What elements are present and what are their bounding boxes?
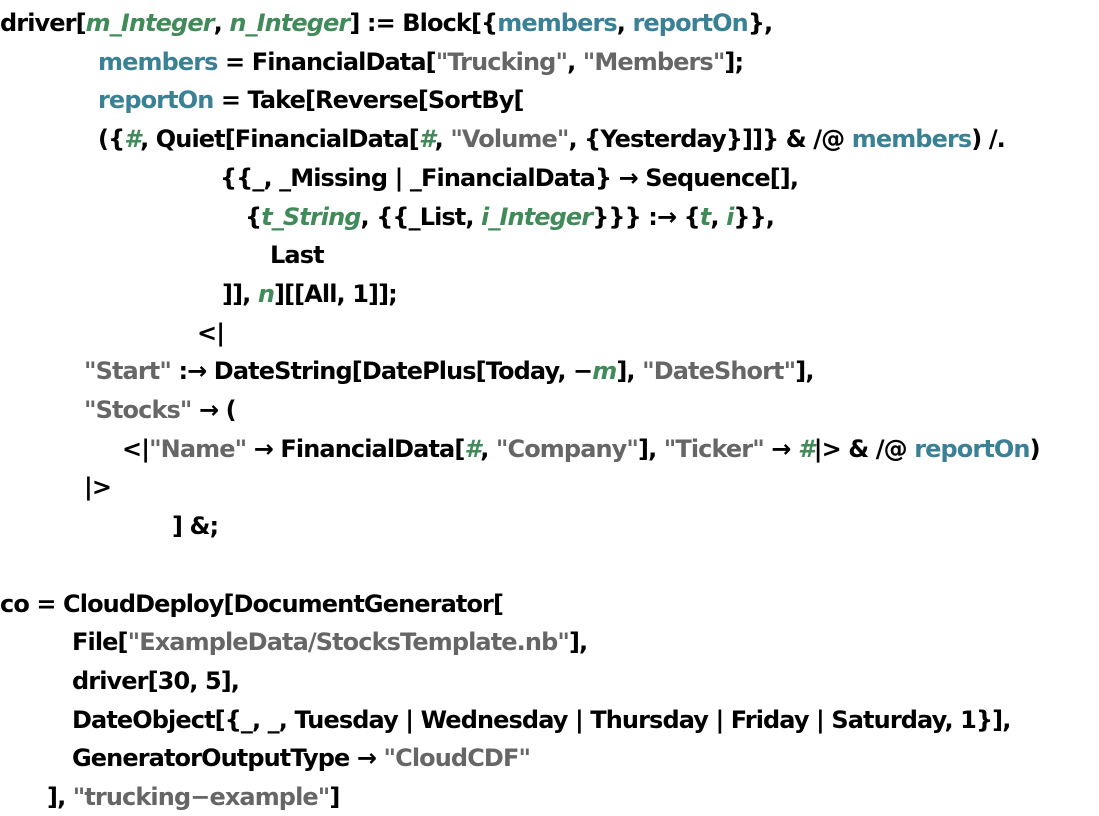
- string-literal: "trucking−example": [72, 783, 331, 811]
- code-token: <|: [197, 318, 225, 347]
- code-token: {{_, _Missing | _FinancialData} → Sequen…: [220, 163, 799, 192]
- code-line: driver[30, 5],: [72, 662, 240, 700]
- code-token: GeneratorOutputType →: [72, 744, 384, 773]
- code-token: DateObject[{_, _, Tuesday | Wednesday | …: [72, 705, 1011, 734]
- code-token: ): [1029, 434, 1041, 463]
- code-token: co = CloudDeploy[DocumentGenerator[: [0, 589, 504, 618]
- pattern-symbol: n: [257, 279, 275, 308]
- code-token: ,: [616, 9, 633, 37]
- local-variable: reportOn: [914, 434, 1030, 463]
- code-line: <|"Name" → FinancialData[#, "Company"], …: [122, 430, 1041, 468]
- code-token: driver[: [0, 9, 87, 37]
- code-token: ]: [329, 783, 340, 811]
- string-literal: "Ticker": [663, 434, 765, 463]
- code-token: ],: [795, 357, 814, 386]
- code-token: {: [245, 202, 262, 231]
- code-token: :→ DateString[DatePlus[Today, −: [170, 357, 593, 386]
- local-variable: members: [98, 47, 218, 76]
- code-token: ] &;: [172, 512, 219, 541]
- code-token: ,: [710, 202, 727, 231]
- code-token: = FinancialData[: [217, 47, 437, 76]
- string-literal: "Company": [495, 434, 639, 463]
- pattern-symbol: #: [464, 434, 481, 463]
- code-token: = Take[Reverse[SortBy[: [213, 86, 525, 115]
- code-token: →: [763, 434, 798, 463]
- code-line: DateObject[{_, _, Tuesday | Wednesday | …: [72, 701, 1011, 739]
- code-token: ,: [434, 125, 451, 154]
- code-token: ,: [480, 434, 496, 463]
- code-line: ], "trucking−example"]: [47, 778, 340, 816]
- code-line: co = CloudDeploy[DocumentGenerator[: [0, 585, 504, 623]
- code-token: }}} :→ {: [592, 202, 700, 231]
- pattern-symbol: t: [699, 202, 711, 231]
- pattern-symbol: n_Integer: [229, 9, 350, 37]
- code-line: {t_String, {{_List, i_Integer}}} :→ {t, …: [245, 198, 775, 236]
- code-token: → (: [191, 396, 237, 424]
- local-variable: members: [497, 9, 617, 37]
- code-token: , Quiet[FinancialData[: [140, 125, 420, 154]
- code-token: , {{_List,: [360, 202, 482, 231]
- code-line: File["ExampleData/StocksTemplate.nb"],: [72, 623, 588, 661]
- code-token: |> & /@: [813, 434, 915, 463]
- code-line: ({#, Quiet[FinancialData[#, "Volume", {Y…: [98, 120, 1006, 158]
- code-token: ({: [98, 125, 125, 154]
- pattern-symbol: #: [418, 125, 436, 154]
- string-literal: "Trucking": [435, 47, 568, 76]
- code-token: ],: [47, 783, 73, 811]
- code-line: ] &;: [172, 507, 219, 545]
- code-token: ,: [213, 9, 230, 37]
- code-line: "Stocks" → (: [84, 391, 237, 429]
- string-literal: "Volume": [450, 125, 569, 154]
- code-token: File[: [72, 628, 129, 657]
- code-token: ],: [616, 357, 643, 386]
- pattern-symbol: m: [592, 357, 617, 386]
- code-line: <|: [197, 314, 225, 352]
- code-token: ] := Block[{: [349, 9, 498, 37]
- code-token: }},: [733, 202, 774, 231]
- code-line: ]], n][[All, 1]];: [222, 275, 398, 313]
- code-line: "Start" :→ DateString[DatePlus[Today, −m…: [84, 352, 814, 390]
- string-literal: "ExampleData/StocksTemplate.nb": [127, 628, 570, 657]
- code-line: driver[m_Integer, n_Integer] := Block[{m…: [0, 4, 773, 42]
- code-token: ,: [567, 47, 583, 76]
- code-token: ][[All, 1]];: [274, 279, 398, 308]
- string-literal: "Members": [582, 47, 726, 76]
- code-line: GeneratorOutputType → "CloudCDF": [72, 739, 531, 777]
- pattern-symbol: i_Integer: [481, 202, 593, 231]
- pattern-symbol: m_Integer: [85, 9, 215, 37]
- code-token: driver[30, 5],: [72, 666, 240, 695]
- string-literal: "CloudCDF": [383, 744, 531, 773]
- local-variable: members: [851, 125, 972, 154]
- code-token: ];: [724, 47, 744, 76]
- pattern-symbol: t_String: [261, 202, 361, 231]
- pattern-symbol: #: [124, 125, 141, 154]
- code-token: ]],: [222, 279, 258, 308]
- local-variable: reportOn: [98, 86, 214, 115]
- code-token: },: [747, 9, 773, 37]
- string-literal: "Start": [84, 357, 172, 386]
- code-token: ],: [568, 628, 588, 657]
- code-token: → FinancialData[: [246, 434, 466, 463]
- code-line: Last: [270, 236, 325, 274]
- code-token: , {Yesterday}]]} & /@: [568, 125, 852, 154]
- pattern-symbol: #: [797, 434, 815, 463]
- string-literal: "DateShort": [642, 357, 796, 386]
- local-variable: reportOn: [632, 9, 748, 37]
- code-token: |>: [84, 473, 112, 502]
- code-line: reportOn = Take[Reverse[SortBy[: [98, 81, 524, 119]
- code-token: ],: [638, 434, 664, 463]
- code-token: <|: [122, 434, 150, 463]
- code-line: |>: [84, 468, 112, 506]
- code-line: {{_, _Missing | _FinancialData} → Sequen…: [220, 159, 799, 197]
- string-literal: "Name": [149, 434, 247, 463]
- code-token: ) /.: [971, 125, 1005, 154]
- code-token: Last: [270, 241, 325, 270]
- code-line: members = FinancialData["Trucking", "Mem…: [98, 43, 744, 81]
- pattern-symbol: i: [726, 202, 734, 231]
- string-literal: "Stocks": [84, 396, 192, 424]
